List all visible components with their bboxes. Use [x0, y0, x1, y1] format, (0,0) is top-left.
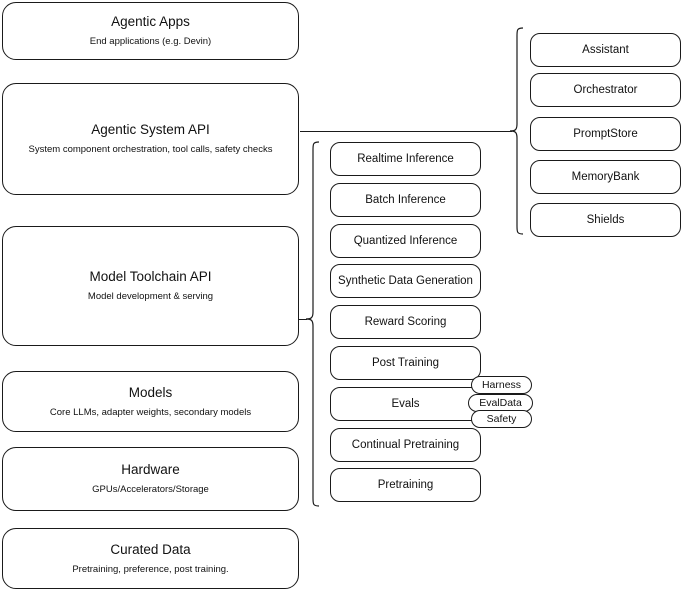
- layer-curated-data[interactable]: Curated Data Pretraining, preference, po…: [2, 528, 299, 589]
- component-continual-pretraining[interactable]: Continual Pretraining: [330, 428, 481, 462]
- component-pretraining[interactable]: Pretraining: [330, 468, 481, 502]
- layer-title: Models: [128, 384, 173, 400]
- component-label: Quantized Inference: [353, 235, 458, 247]
- component-label: Shields: [586, 214, 625, 226]
- component-memorybank[interactable]: MemoryBank: [530, 160, 681, 194]
- component-realtime-inference[interactable]: Realtime Inference: [330, 142, 481, 176]
- layer-title: Hardware: [121, 462, 180, 478]
- subcomponent-label: EvalData: [479, 397, 522, 409]
- subcomponent-safety[interactable]: Safety: [471, 410, 532, 428]
- layer-hardware[interactable]: Hardware GPUs/Accelerators/Storage: [2, 447, 299, 511]
- component-label: Batch Inference: [365, 194, 446, 206]
- component-label: Orchestrator: [573, 84, 638, 96]
- component-label: Realtime Inference: [357, 153, 454, 165]
- layer-subtitle: System component orchestration, tool cal…: [28, 144, 273, 155]
- layer-title: Model Toolchain API: [89, 269, 212, 285]
- component-assistant[interactable]: Assistant: [530, 33, 681, 67]
- brace-toolchain-components: [305, 141, 320, 507]
- layer-models[interactable]: Models Core LLMs, adapter weights, secon…: [2, 371, 299, 432]
- layer-subtitle: Model development & serving: [87, 291, 214, 302]
- connector-agentic-system-api: [300, 131, 512, 132]
- layer-agentic-system-api[interactable]: Agentic System API System component orch…: [2, 83, 299, 195]
- component-label: Synthetic Data Generation: [338, 275, 473, 287]
- component-shields[interactable]: Shields: [530, 203, 681, 237]
- component-label: Post Training: [371, 357, 440, 369]
- component-synthetic-data-generation[interactable]: Synthetic Data Generation: [330, 264, 481, 298]
- component-quantized-inference[interactable]: Quantized Inference: [330, 224, 481, 258]
- layer-title: Agentic System API: [91, 122, 210, 138]
- component-label: Reward Scoring: [364, 316, 447, 328]
- component-label: MemoryBank: [571, 171, 640, 183]
- connector-model-toolchain-api: [299, 319, 307, 320]
- component-label: Evals: [391, 398, 420, 410]
- component-reward-scoring[interactable]: Reward Scoring: [330, 305, 481, 339]
- component-label: Continual Pretraining: [351, 439, 460, 451]
- component-label: Pretraining: [377, 479, 434, 491]
- layer-subtitle: GPUs/Accelerators/Storage: [92, 484, 209, 495]
- component-batch-inference[interactable]: Batch Inference: [330, 183, 481, 217]
- layer-subtitle: End applications (e.g. Devin): [89, 36, 212, 47]
- brace-agentic-system-components: [509, 27, 524, 235]
- component-evals[interactable]: Evals: [330, 387, 481, 421]
- layer-model-toolchain-api[interactable]: Model Toolchain API Model development & …: [2, 226, 299, 346]
- subcomponent-label: Harness: [481, 379, 522, 391]
- layer-title: Agentic Apps: [111, 14, 190, 30]
- subcomponent-harness[interactable]: Harness: [471, 376, 532, 394]
- component-post-training[interactable]: Post Training: [330, 346, 481, 380]
- layer-subtitle: Core LLMs, adapter weights, secondary mo…: [49, 406, 252, 418]
- layer-title: Curated Data: [110, 541, 191, 557]
- component-label: PromptStore: [573, 128, 638, 140]
- component-label: Assistant: [582, 44, 629, 56]
- component-promptstore[interactable]: PromptStore: [530, 117, 681, 151]
- layer-agentic-apps[interactable]: Agentic Apps End applications (e.g. Devi…: [2, 2, 299, 60]
- component-orchestrator[interactable]: Orchestrator: [530, 73, 681, 107]
- layer-subtitle: Pretraining, preference, post training.: [72, 563, 229, 575]
- subcomponent-label: Safety: [486, 413, 517, 425]
